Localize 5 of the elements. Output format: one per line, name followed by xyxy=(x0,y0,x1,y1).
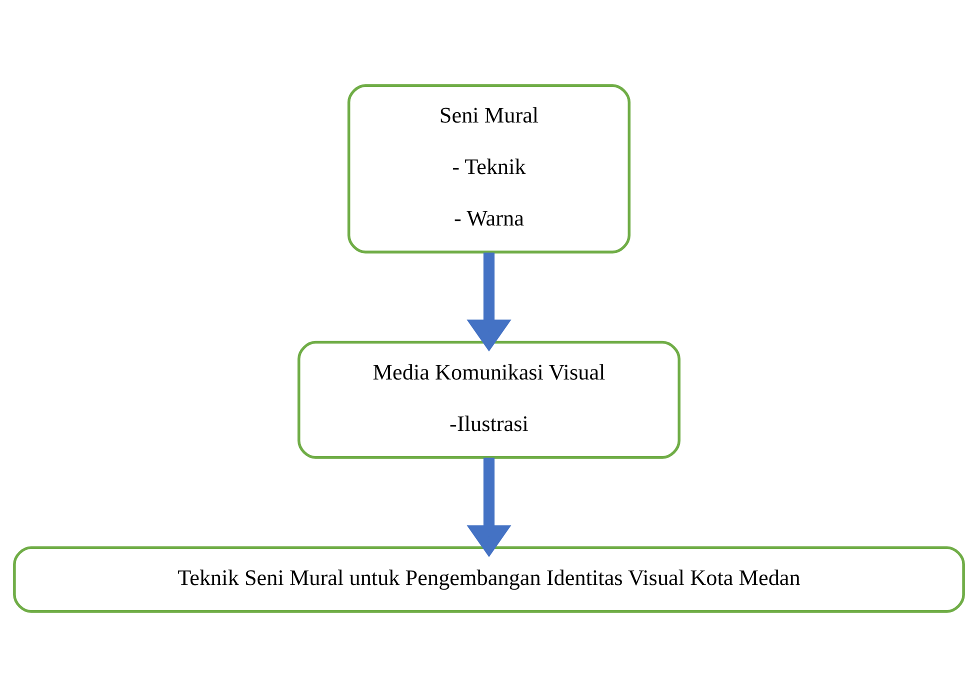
node-box: Media Komunikasi Visual -Ilustrasi xyxy=(298,340,680,458)
arrow xyxy=(466,252,512,352)
node-box: Seni Mural - Teknik - Warna xyxy=(347,84,631,253)
arrow xyxy=(466,457,512,557)
node-box: Teknik Seni Mural untuk Pengembangan Identitas Visual Kota Medan xyxy=(13,546,965,612)
